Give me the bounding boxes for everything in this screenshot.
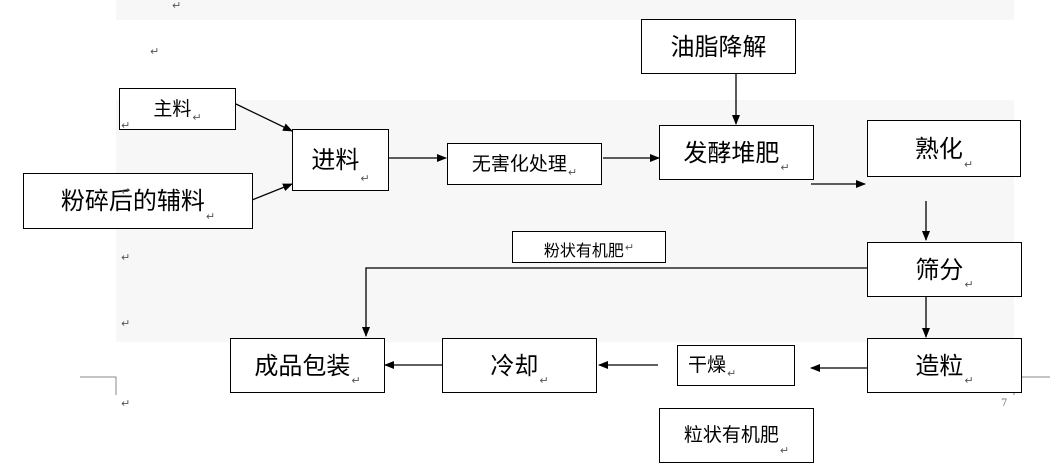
- paragraph-mark-icon: ↵: [360, 172, 370, 185]
- paragraph-mark-icon: ↵: [205, 210, 216, 223]
- node-granular-organic-fertilizer: 粒状有机肥↵: [659, 408, 814, 463]
- node-label: 干燥: [688, 354, 727, 376]
- paragraph-mark-icon: ↵: [351, 374, 361, 387]
- paragraph-mark-icon: ↵: [192, 111, 202, 124]
- paragraph-mark-icon: ↵: [964, 278, 974, 291]
- paragraph-mark-icon: ↵: [121, 185, 131, 198]
- paragraph-mark-icon: ↵: [780, 161, 790, 174]
- paragraph-mark-icon: ↵: [121, 119, 131, 132]
- node-label: 发酵堆肥: [683, 138, 780, 167]
- node-drying: 干燥↵: [677, 345, 795, 386]
- paragraph-mark-icon: ↵: [624, 241, 635, 254]
- node-screening: 筛分↵: [867, 242, 1022, 297]
- node-label: 粉碎后的辅料: [60, 187, 205, 215]
- node-harmless-treatment: 无害化处理↵: [447, 143, 602, 185]
- paragraph-mark-icon: ↵: [727, 367, 737, 380]
- paragraph-mark-icon: ↵: [963, 158, 974, 171]
- node-label: 进料: [311, 146, 360, 174]
- paragraph-mark-icon: ↵: [150, 45, 160, 58]
- node-powder-organic-fertilizer: 粉状有机肥↵: [512, 231, 666, 263]
- node-crushed-auxiliary: 粉碎后的辅料↵: [23, 173, 253, 229]
- paragraph-mark-icon: ↵: [964, 374, 974, 387]
- node-label: 成品包装: [254, 351, 351, 380]
- node-label: 无害化处理: [471, 152, 567, 175]
- arrow-auxiliary-to-feeding: [251, 183, 293, 201]
- paragraph-mark-icon: ↵: [779, 444, 790, 457]
- page-band-top: [116, 0, 1014, 20]
- paragraph-mark-icon: ↵: [121, 251, 131, 264]
- node-main-material: 主料↵: [119, 88, 236, 130]
- node-maturation: 熟化↵: [867, 120, 1021, 177]
- arrow-main-to-feeding: [235, 103, 293, 132]
- arrow-screening-to-packaging: [362, 267, 867, 337]
- node-feeding: 进料↵: [292, 129, 389, 191]
- node-label: 冷却: [490, 351, 539, 380]
- paragraph-mark-icon: ↵: [121, 317, 131, 330]
- node-label: 油脂降解: [670, 32, 767, 61]
- paragraph-mark-icon: ↵: [121, 397, 131, 410]
- paragraph-mark-icon: ↵: [539, 374, 549, 387]
- node-oil-degradation: 油脂降解: [641, 19, 796, 74]
- node-label: 粒状有机肥: [683, 424, 779, 446]
- node-label: 造粒: [915, 351, 964, 380]
- node-label: 粉状有机肥: [543, 241, 624, 260]
- node-fermentation-composting: 发酵堆肥↵: [659, 125, 814, 180]
- crop-mark-left: [80, 376, 117, 395]
- node-label: 主料: [153, 97, 192, 120]
- node-cooling: 冷却↵: [442, 338, 597, 393]
- node-packaging: 成品包装↵: [230, 338, 385, 393]
- page-band-middle: [116, 100, 1014, 342]
- node-label: 熟化: [914, 134, 963, 163]
- node-granulation: 造粒↵: [867, 338, 1022, 393]
- page-number: 7: [1001, 398, 1008, 409]
- node-label: 筛分: [915, 255, 964, 284]
- paragraph-mark-icon: ↵: [567, 166, 578, 179]
- paragraph-mark-icon: ↵: [172, 0, 182, 12]
